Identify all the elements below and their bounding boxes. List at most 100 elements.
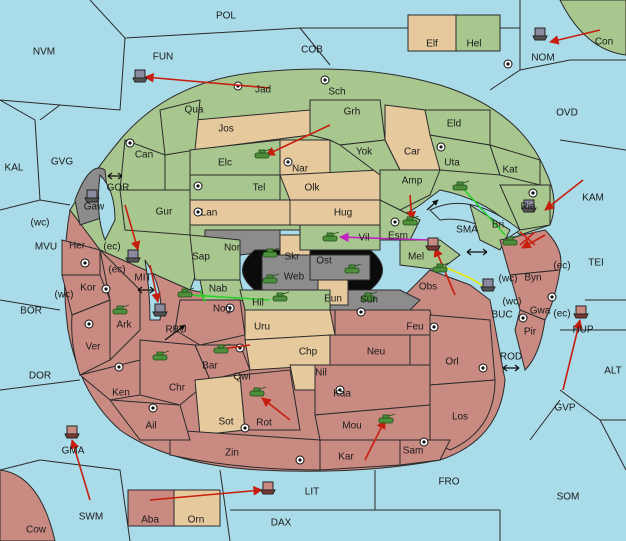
- supply-centers: [80, 59, 557, 465]
- ship-icon[interactable]: [132, 69, 148, 83]
- tank-icon[interactable]: [344, 263, 362, 274]
- label-neu: Neu: [367, 347, 385, 358]
- label-her: Her: [69, 241, 86, 252]
- tank-icon[interactable]: [112, 304, 130, 315]
- supply-center-icon: [295, 455, 305, 465]
- tank-icon[interactable]: [272, 291, 290, 302]
- tank-icon[interactable]: [322, 231, 340, 242]
- ship-icon[interactable]: [425, 237, 441, 251]
- label-gur: Gur: [156, 207, 173, 218]
- label-dor: DOR: [29, 371, 51, 382]
- order-arrows: [69, 29, 601, 501]
- tank-icon[interactable]: [152, 350, 170, 361]
- label-qua: Qua: [185, 105, 204, 116]
- ship-icon[interactable]: [521, 199, 537, 213]
- tank-icon[interactable]: [249, 386, 267, 397]
- label-eld: Eld: [447, 119, 461, 130]
- label-kaa: Kaa: [333, 389, 351, 400]
- province-ver[interactable]: [71, 299, 111, 376]
- label-mel: Mel: [408, 252, 424, 263]
- label-nil: Nil: [315, 368, 327, 379]
- province-los[interactable]: [429, 379, 496, 451]
- label-byn: Byn: [524, 273, 541, 284]
- label-fro: FRO: [438, 477, 459, 488]
- label-ail: Ail: [145, 421, 156, 432]
- label-wc-3: (wc): [55, 290, 74, 301]
- province-zin[interactable]: [169, 429, 321, 471]
- label-esm: Esm: [388, 231, 408, 242]
- province-tel[interactable]: [189, 174, 281, 201]
- tank-icon[interactable]: [402, 215, 420, 226]
- label-feu: Feu: [406, 322, 423, 333]
- label-wc-4: (wc): [503, 297, 522, 308]
- province-ail[interactable]: [108, 399, 191, 441]
- label-buc: BUC: [491, 310, 512, 321]
- label-cob: COB: [301, 45, 323, 56]
- label-obs: Obs: [419, 282, 437, 293]
- label-car: Car: [404, 147, 421, 158]
- label-orn: Orn: [188, 515, 205, 526]
- province-kar[interactable]: [319, 439, 401, 471]
- ship-icon[interactable]: [152, 303, 168, 317]
- label-mit: MIT: [134, 273, 151, 284]
- label-rot: Rot: [256, 418, 272, 429]
- label-orl: Orl: [445, 357, 458, 368]
- ship-icon[interactable]: [64, 425, 80, 439]
- province-ost[interactable]: [309, 254, 371, 281]
- label-zin: Zin: [225, 448, 239, 459]
- label-amp: Amp: [402, 176, 423, 187]
- label-can: Can: [135, 150, 153, 161]
- ship-icon[interactable]: [260, 481, 276, 495]
- label-alt: ALT: [604, 366, 622, 377]
- province-orl[interactable]: [429, 314, 496, 386]
- tank-icon[interactable]: [262, 273, 280, 284]
- label-los: Los: [452, 412, 468, 423]
- tank-icon[interactable]: [378, 413, 396, 424]
- label-rbu: RBU: [165, 325, 186, 336]
- tank-icon[interactable]: [432, 262, 450, 273]
- label-tei: TEI: [588, 258, 604, 269]
- label-ken: Ken: [112, 388, 130, 399]
- label-rod: ROD: [500, 352, 522, 363]
- label-rie: Rie: [520, 202, 535, 213]
- province-elf[interactable]: [407, 14, 457, 52]
- ship-icon[interactable]: [573, 305, 589, 319]
- label-aba: Aba: [141, 515, 159, 526]
- tank-icon[interactable]: [262, 247, 280, 258]
- label-vil: Vil: [359, 233, 370, 244]
- tank-icon[interactable]: [213, 343, 231, 354]
- supply-center-icon: [436, 142, 446, 152]
- label-nor: Nor: [224, 243, 241, 254]
- province-pir[interactable]: [514, 309, 546, 371]
- ship-icon[interactable]: [125, 249, 141, 263]
- label-web: Web: [284, 272, 305, 283]
- label-ark: Ark: [117, 320, 133, 331]
- label-gor: GOR: [107, 183, 130, 194]
- label-hug: Hug: [334, 208, 352, 219]
- supply-center-icon: [84, 319, 94, 329]
- label-gvg: GVG: [51, 157, 73, 168]
- tank-icon[interactable]: [502, 235, 520, 246]
- label-ec-1: (ec): [103, 242, 120, 253]
- ship-icon[interactable]: [84, 189, 100, 203]
- label-kam: KAM: [582, 193, 604, 204]
- province-bri[interactable]: [469, 203, 511, 251]
- supply-center-icon: [419, 437, 429, 447]
- ship-icon[interactable]: [532, 27, 548, 41]
- province-hel[interactable]: [455, 14, 501, 52]
- province-amp[interactable]: [379, 169, 441, 211]
- label-cow: Cow: [26, 525, 47, 536]
- tank-icon[interactable]: [254, 148, 272, 159]
- label-ec-4: (ec): [553, 309, 570, 320]
- tank-icon[interactable]: [177, 287, 195, 298]
- label-bar: Bar: [202, 361, 218, 372]
- province-aba[interactable]: [127, 489, 175, 527]
- supply-center-icon: [478, 363, 488, 373]
- province-labels: POL NVM FUN COB Elf Hel NOM Con OVD KAL …: [5, 11, 622, 536]
- supply-center-icon: [193, 207, 203, 217]
- label-skr: Skr: [285, 252, 301, 263]
- tank-icon[interactable]: [360, 291, 378, 302]
- supply-center-icon: [390, 217, 400, 227]
- ship-icon[interactable]: [480, 278, 496, 292]
- tank-icon[interactable]: [452, 180, 470, 191]
